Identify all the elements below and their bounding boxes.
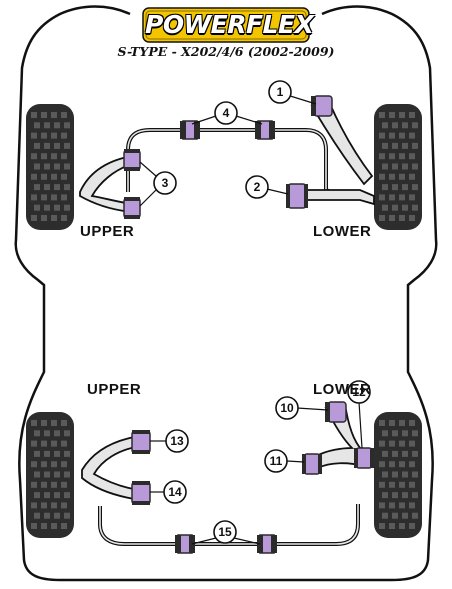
callout-3: 3 [154,172,176,194]
label-front-upper: UPPER [80,223,134,240]
leader-lines [140,95,362,544]
svg-text:11: 11 [270,454,283,468]
rear-lower-bush-12 [354,448,374,468]
svg-text:3: 3 [162,176,169,190]
svg-text:2: 2 [254,180,261,194]
front-radius-bush-2 [286,184,308,208]
front-lower-bush-1 [311,96,332,116]
front-upper-bush-bottom [124,197,140,219]
callout-13: 13 [166,430,188,452]
svg-text:10: 10 [280,401,294,415]
brand-logo: POWERFLEX [145,6,305,44]
label-rear-upper: UPPER [87,381,141,398]
rear-lower-bush-11 [302,454,322,474]
callout-14: 14 [164,481,186,503]
svg-text:14: 14 [168,485,182,499]
callout-10: 10 [276,397,298,419]
rear-upper-bush-14 [132,481,150,505]
callout-1: 1 [269,81,291,103]
svg-text:15: 15 [218,525,232,539]
front-radius-arm-2 [298,190,374,204]
page-title: S-TYPE - X202/4/6 (2002-2009) [0,44,452,59]
callout-11: 11 [265,450,287,472]
callout-4: 4 [215,102,237,124]
svg-text:13: 13 [170,434,184,448]
front-upper-bush-top [124,149,140,171]
rear-upper-bush-13 [132,430,150,454]
callout-2: 2 [246,176,268,198]
callout-15: 15 [214,521,236,543]
label-rear-lower: LOWER [313,381,371,398]
svg-text:4: 4 [223,106,230,120]
car-body-outline [16,7,437,581]
rear-lower-bush-10 [325,402,346,422]
svg-text:1: 1 [277,85,284,99]
brand-name: POWERFLEX [145,6,305,44]
front-arb-bush-right [255,121,275,139]
front-arb-bush-left [180,121,200,139]
label-front-lower: LOWER [313,223,371,240]
